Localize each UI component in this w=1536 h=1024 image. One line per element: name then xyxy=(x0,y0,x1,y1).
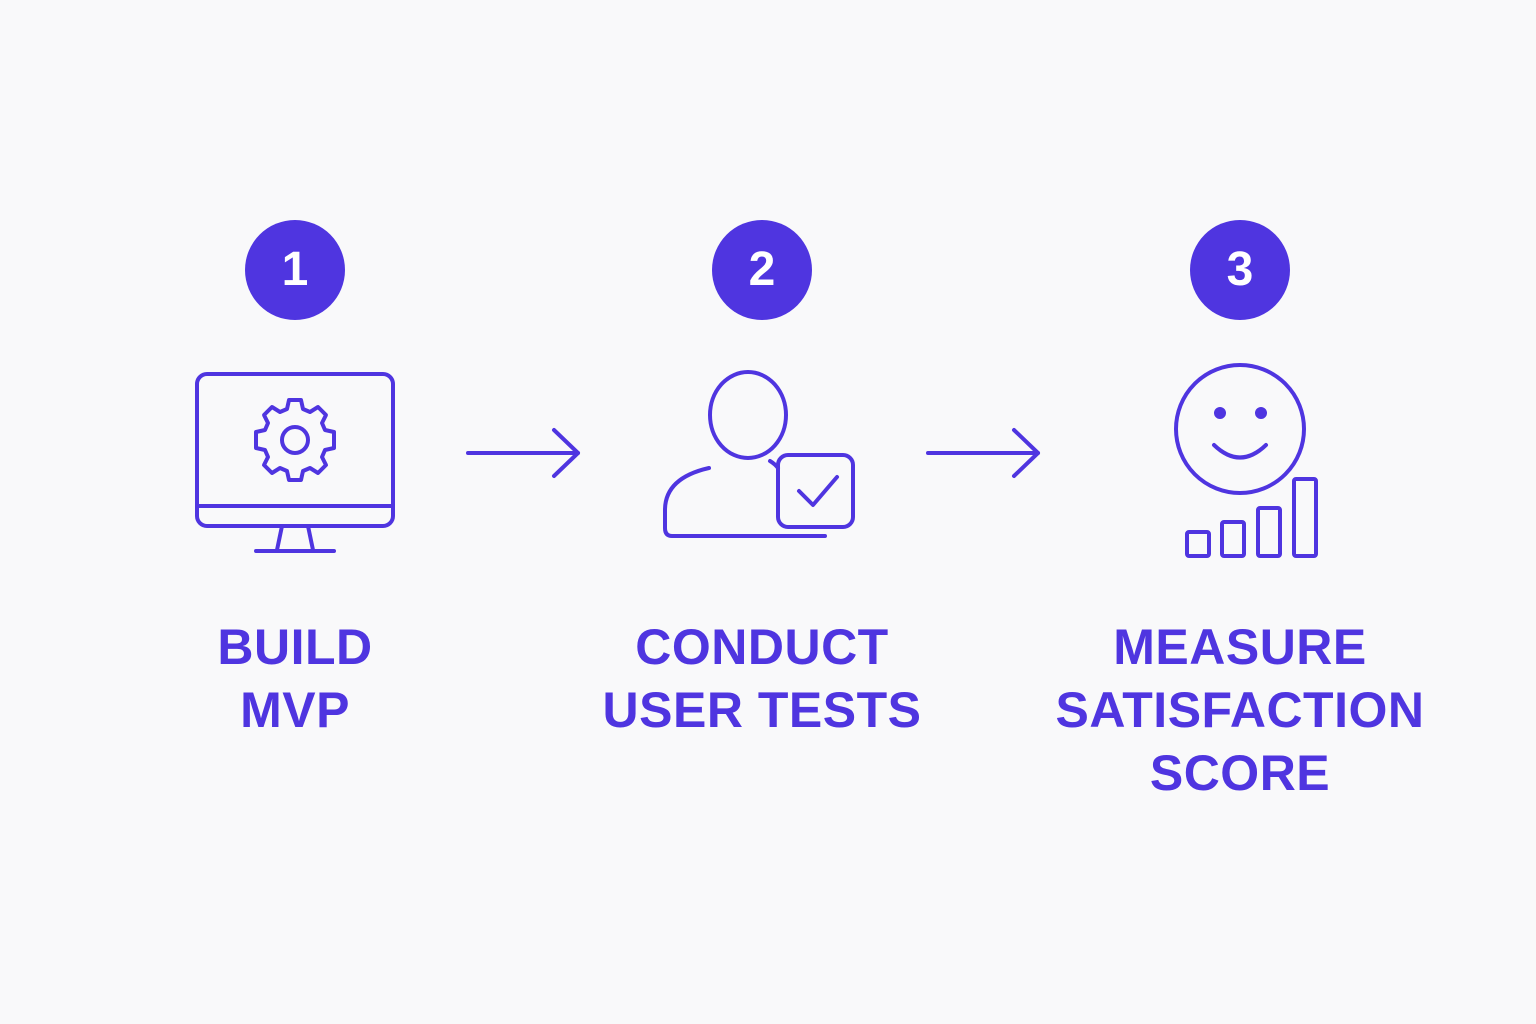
step-label-line: USER TESTS xyxy=(602,682,922,738)
arrow-right-icon xyxy=(464,425,584,481)
step-2: 2 CONDUCT USER TESTS xyxy=(552,0,972,1024)
step-label-line: MEASURE xyxy=(1113,619,1367,675)
step-1: 1 BUILD MVP xyxy=(85,0,505,1024)
user-check-icon xyxy=(657,360,867,560)
monitor-gear-icon xyxy=(190,360,400,560)
step-label: CONDUCT USER TESTS xyxy=(552,616,972,742)
step-3: 3 MEASURE SATISFACTION SCORE xyxy=(1030,0,1450,1024)
step-label-line: CONDUCT xyxy=(635,619,889,675)
step-label-line: BUILD xyxy=(217,619,373,675)
step-number-badge: 1 xyxy=(245,220,345,320)
step-label: BUILD MVP xyxy=(85,616,505,742)
step-number-badge: 2 xyxy=(712,220,812,320)
step-label-line: SCORE xyxy=(1149,745,1331,801)
smiley-bar-chart-icon xyxy=(1135,360,1345,560)
step-label-line: MVP xyxy=(240,682,350,738)
arrow-right-icon xyxy=(924,425,1044,481)
step-label: MEASURE SATISFACTION SCORE xyxy=(1030,616,1450,805)
step-label-line: SATISFACTION xyxy=(1055,682,1425,738)
step-number-badge: 3 xyxy=(1190,220,1290,320)
